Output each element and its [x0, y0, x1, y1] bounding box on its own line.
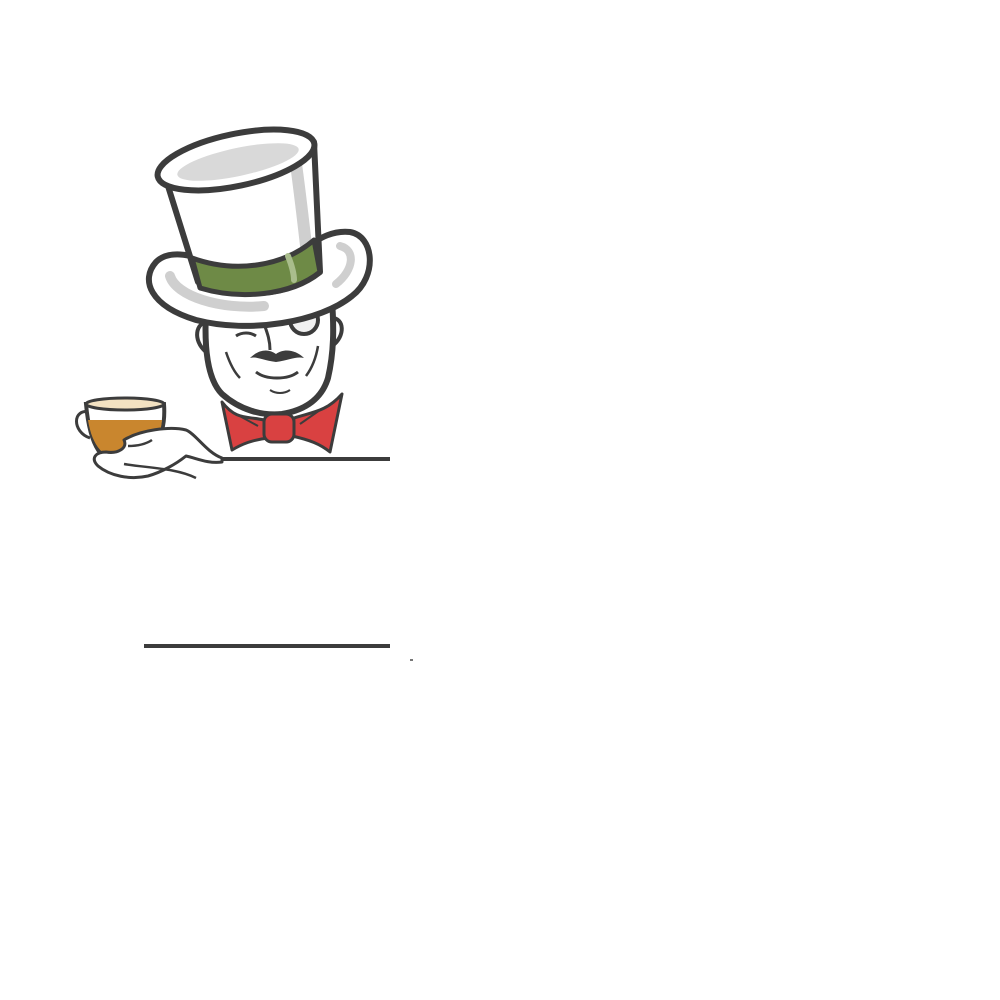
- divider-line: [144, 644, 390, 648]
- stray-mark: [410, 659, 413, 661]
- bow-tie-icon: [220, 392, 344, 454]
- table-edge-line: [222, 457, 390, 461]
- hand-icon: [92, 426, 224, 480]
- top-hat-icon: [145, 126, 373, 329]
